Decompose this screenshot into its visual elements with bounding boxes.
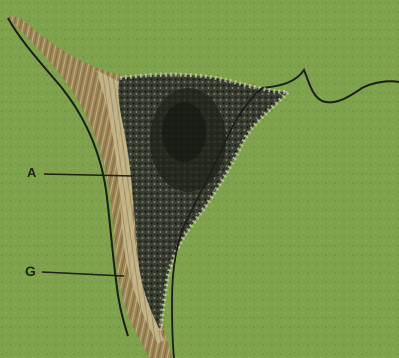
cluster-core <box>162 102 206 162</box>
label-g: G <box>25 264 36 278</box>
label-a: A <box>27 166 36 179</box>
